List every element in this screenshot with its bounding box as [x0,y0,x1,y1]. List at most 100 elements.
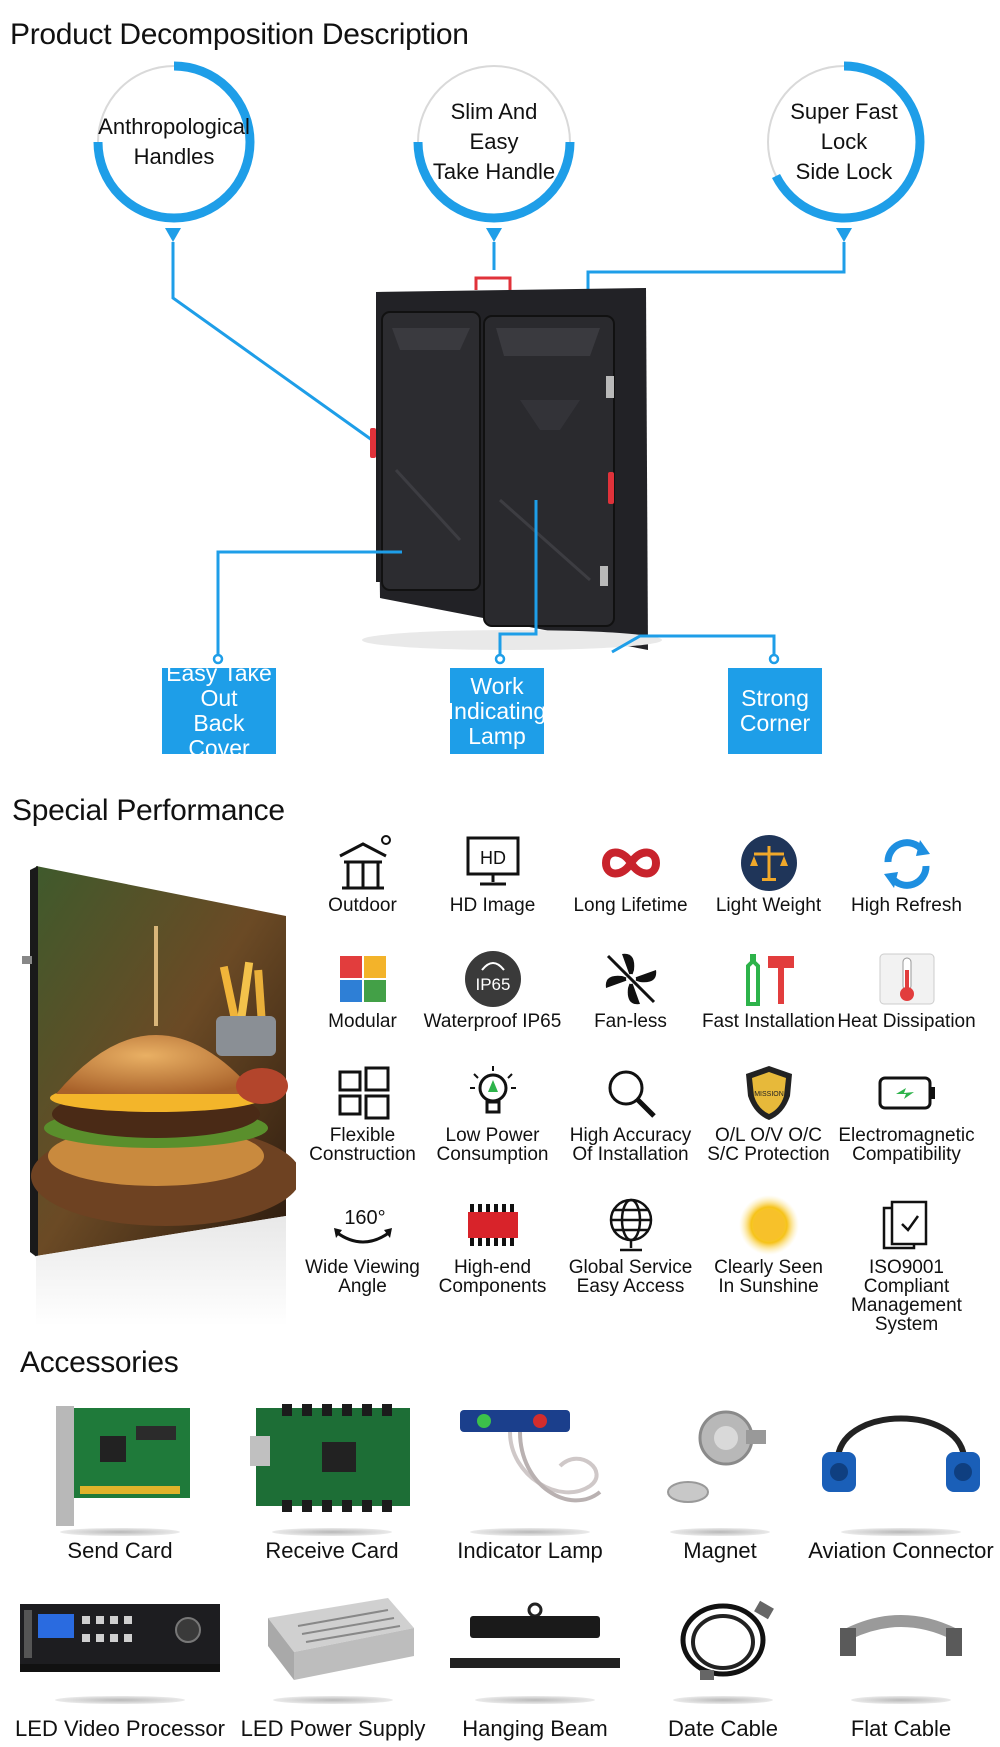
accessory-magnet: Magnet [650,1396,790,1566]
fan-off-icon [600,948,662,1010]
globe-icon [600,1194,662,1256]
magnet-image [667,1410,766,1503]
performance-item-chip: High-end Components [420,1194,565,1312]
circle-label: Anthropological Handles [98,114,250,169]
ip65-icon: IP65 [462,948,524,1010]
scale-icon [738,832,800,894]
aviation-connector-image [822,1415,980,1492]
hanging-beam-image [450,1602,620,1668]
outdoor-pavilion-icon [332,832,394,894]
performance-label: Flexible Construction [309,1125,416,1165]
accessory-date-cable: Date Cable [648,1588,798,1747]
accessory-label: LED Power Supply [240,1716,426,1741]
callout-back-cover: Easy Take Out Back Cover [162,661,276,761]
accessory-label: Hanging Beam [462,1716,608,1741]
flat-cable-image [840,1615,962,1656]
performance-label: Fast Installation [701,1011,836,1032]
performance-label: Global Service Easy Access [568,1257,693,1297]
performance-item-magnifier: High Accuracy Of Installation [558,1062,703,1180]
performance-label: Electromagnetic Compatibility [838,1125,975,1165]
svg-text:160°: 160° [344,1207,385,1229]
decomposition-title: Product Decomposition Description [10,18,469,51]
performance-label: Fan-less [594,1011,667,1032]
receive-card-image [250,1404,410,1512]
performance-label: Light Weight [715,895,822,916]
windows-grid-icon [332,1062,394,1124]
performance-label: High Refresh [851,895,962,916]
performance-item-angle-160: 160° Wide Viewing Angle [290,1194,435,1312]
accessory-led-power-supply: LED Power Supply [238,1588,428,1747]
performance-item-outdoor-pavilion: Outdoor [290,832,435,950]
callout-indicating-lamp: Work Indicating Lamp [448,668,546,754]
performance-label: Heat Dissipation [837,1011,976,1032]
performance-label: High-end Components [438,1257,547,1297]
battery-icon [876,1062,938,1124]
shield-icon: MISSION [738,1062,800,1124]
bulb-icon [462,1062,524,1124]
decomposition-diagram [165,228,852,665]
accessory-label: Indicator Lamp [457,1538,603,1563]
performance-item-globe: Global Service Easy Access [558,1194,703,1312]
accessory-receive-card: Receive Card [242,1396,422,1566]
performance-item-puzzle: Modular [290,948,435,1066]
led-display-burger-image [22,866,296,1326]
circle-anthropological-handles: Anthropological Handles [92,60,256,224]
svg-text:HD: HD [480,848,506,868]
tools-icon [738,948,800,1010]
performance-item-sun: Clearly Seen In Sunshine [696,1194,841,1312]
accessory-send-card: Send Card [40,1396,200,1566]
circle-label: Slim And Easy Take Handle [432,99,556,184]
send-card-image [56,1406,190,1526]
accessories-title: Accessories [20,1346,179,1379]
performance-label: Long Lifetime [573,895,688,916]
performance-label: O/L O/V O/C S/C Protection [707,1125,830,1165]
performance-item-windows-grid: Flexible Construction [290,1062,435,1180]
certificate-icon [876,1194,938,1256]
performance-item-fan-off: Fan-less [558,948,703,1066]
refresh-icon [876,832,938,894]
accessory-aviation-connector: Aviation Connector [806,1396,996,1566]
accessory-label: Date Cable [667,1716,779,1741]
performance-item-refresh: High Refresh [834,832,979,950]
accessory-label: Flat Cable [850,1716,952,1741]
performance-label: Wide Viewing Angle [305,1257,420,1297]
performance-title: Special Performance [12,794,285,827]
performance-label: Modular [328,1011,397,1032]
performance-label: HD Image [449,895,536,916]
date-cable-image [680,1600,774,1680]
performance-item-hd-monitor: HD HD Image [420,832,565,950]
performance-label: Low Power Consumption [436,1125,549,1165]
accessory-label: Aviation Connector [808,1538,994,1563]
magnifier-icon [600,1062,662,1124]
performance-item-tools: Fast Installation [696,948,841,1066]
hd-monitor-icon: HD [462,832,524,894]
svg-text:MISSION: MISSION [754,1091,784,1098]
circle-slim-handle: Slim And Easy Take Handle [412,60,576,224]
thermometer-icon [876,948,938,1010]
performance-label: ISO9001 Compliant Management System [851,1257,962,1335]
performance-label: Outdoor [328,895,397,916]
accessory-indicator-lamp: Indicator Lamp [440,1396,620,1566]
accessory-led-video-processor: LED Video Processor [10,1588,230,1747]
performance-label: High Accuracy Of Installation [569,1125,692,1165]
accessory-label: LED Video Processor [15,1716,225,1741]
accessory-label: Magnet [683,1538,757,1563]
sun-icon [738,1194,800,1256]
circle-side-lock: Super Fast Lock Side Lock [762,60,926,224]
chip-icon [462,1194,524,1256]
led-video-processor-image [20,1604,220,1672]
performance-label: Clearly Seen In Sunshine [714,1257,823,1297]
performance-item-certificate: ISO9001 Compliant Management System [834,1194,979,1334]
circle-label: Super Fast Lock Side Lock [790,99,898,184]
accessory-label: Receive Card [265,1538,399,1563]
svg-text:IP65: IP65 [476,975,511,994]
performance-item-infinity: Long Lifetime [558,832,703,950]
accessory-label: Send Card [67,1538,173,1563]
performance-item-thermometer: Heat Dissipation [834,948,979,1066]
puzzle-icon [332,948,394,1010]
angle-160-icon: 160° [332,1194,394,1256]
performance-item-scale: Light Weight [696,832,841,950]
performance-label: Waterproof IP65 [423,1011,562,1032]
callout-strong-corner: Strong Corner [728,668,822,754]
